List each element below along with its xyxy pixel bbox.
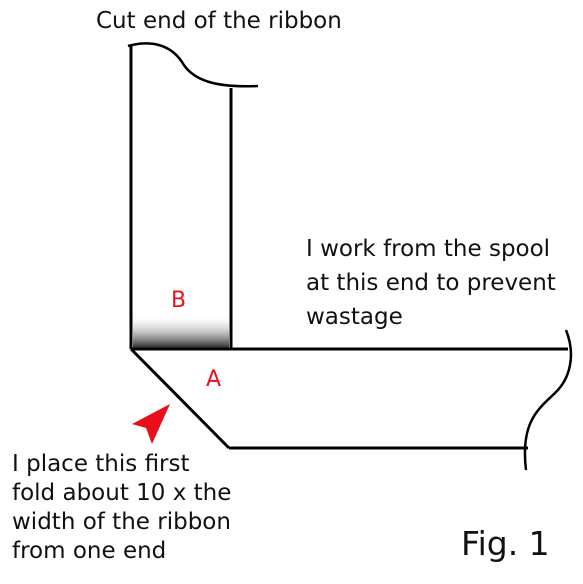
figure-label: Fig. 1 <box>461 524 550 563</box>
cut-end-wave <box>127 42 259 88</box>
spool-end-line-2: at this end to prevent <box>306 270 556 296</box>
first-fold-line-3: width of the ribbon <box>12 509 231 535</box>
first-fold-line-1: I place this first <box>12 451 190 477</box>
spool-end-annotation: I work from the spool at this end to pre… <box>306 232 556 334</box>
section-a-label: A <box>206 367 222 392</box>
first-fold-annotation: I place this first fold about 10 x the w… <box>12 450 231 566</box>
pointer-arrow-icon <box>132 404 170 444</box>
first-fold-line-2: fold about 10 x the <box>12 480 232 506</box>
section-b-label: B <box>171 288 187 313</box>
cut-end-annotation: Cut end of the ribbon <box>96 8 342 34</box>
horizontal-ribbon-strip <box>129 347 568 450</box>
spool-end-line-1: I work from the spool <box>306 236 551 262</box>
first-fold-line-4: from one end <box>12 538 167 564</box>
fold-shading <box>133 314 229 348</box>
spool-end-line-3: wastage <box>306 304 403 330</box>
spool-end-wave <box>523 329 573 471</box>
diagonal-fold-edge <box>129 347 231 450</box>
vertical-ribbon-strip <box>129 46 233 349</box>
